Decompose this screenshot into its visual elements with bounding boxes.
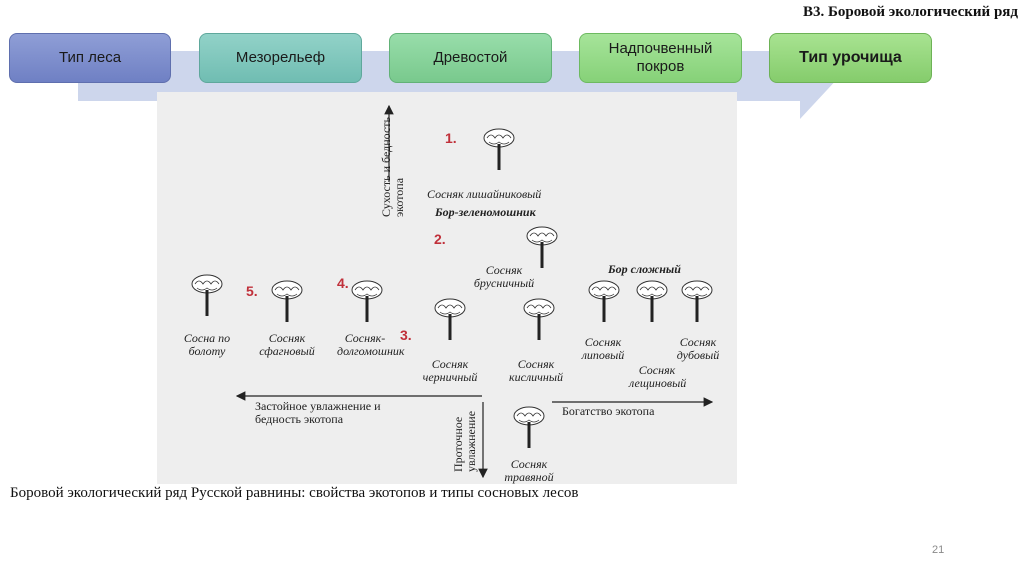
ecological-series-figure: 1. 2. 3. 4. 5. Сосняк лишайниковый Бор-з… (157, 92, 737, 484)
label-oak: Сосняк дубовый (676, 335, 720, 362)
step-forest-type: Тип леса (9, 33, 171, 83)
axis-label-right: Богатство экотопа (562, 404, 655, 418)
tree-bog-icon (191, 274, 223, 317)
label-hazel: Сосняк лещиновый (629, 363, 687, 390)
label-lichen: Сосняк лишайниковый (427, 187, 542, 201)
tree-hazel-icon (636, 280, 668, 323)
tree-lingonberry-icon (526, 226, 558, 269)
tree-blueberry-icon (434, 298, 466, 341)
step-tree-stand: Древостой (389, 33, 552, 83)
axis-label-up: Сухость и бедность экотопа (379, 117, 406, 217)
group-green-moss: Бор-зеленомошник (435, 205, 536, 219)
page-number: 21 (932, 544, 945, 556)
label-lingonberry: Сосняк брусничный (473, 263, 535, 290)
label-oxalis: Сосняк кисличный (509, 357, 563, 384)
label-grass: Сосняк травяной (504, 457, 554, 484)
label-linden: Сосняк липовый (581, 335, 625, 362)
tree-grass-icon (513, 406, 545, 449)
number-3: 3. (400, 327, 412, 343)
step-mesorelief: Мезорельеф (199, 33, 362, 83)
tree-lichen-icon (483, 128, 515, 171)
step-tract-type: Тип урочища (769, 33, 932, 83)
label-haircap: Сосняк-долгомошник (337, 331, 405, 358)
group-complex: Бор сложный (608, 262, 681, 276)
number-1: 1. (445, 130, 457, 146)
step-ground-cover: Надпочвенный покров (579, 33, 742, 83)
figure-caption: Боровой экологический ряд Русской равнин… (10, 485, 579, 501)
tree-oak-icon (681, 280, 713, 323)
axis-label-down: Проточное увлажнение (451, 410, 478, 472)
label-blueberry: Сосняк черничный (422, 357, 478, 384)
number-4: 4. (337, 275, 349, 291)
label-bog: Сосна по болоту (183, 331, 231, 358)
tree-sphagnum-icon (271, 280, 303, 323)
label-sphagnum: Сосняк сфагновый (259, 331, 315, 358)
number-5: 5. (246, 283, 258, 299)
slide-title: В3. Боровой экологический ряд (802, 4, 1018, 20)
tree-oxalis-icon (523, 298, 555, 341)
tree-haircap-icon (351, 280, 383, 323)
axis-label-left: Застойное увлажнение и бедность экотопа (255, 399, 381, 426)
tree-linden-icon (588, 280, 620, 323)
number-2: 2. (434, 231, 446, 247)
figure-graphics (191, 104, 714, 479)
